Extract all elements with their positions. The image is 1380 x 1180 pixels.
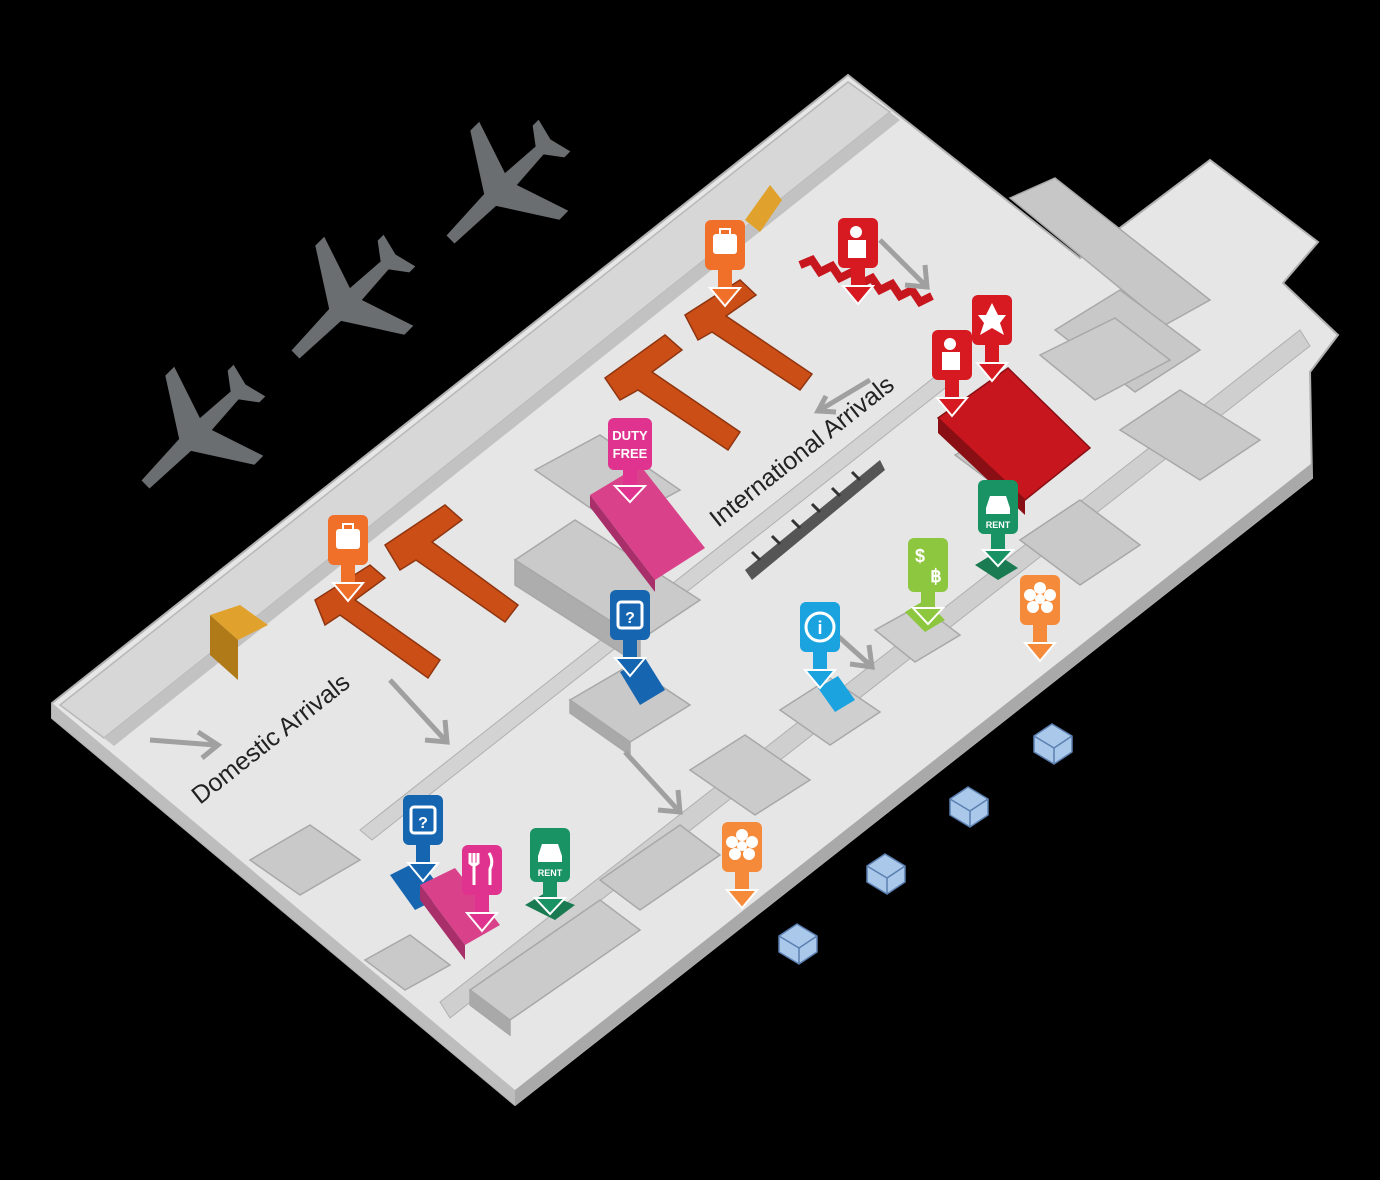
- duty-free-label-line2: FREE: [613, 446, 648, 461]
- taxi-icon: [949, 786, 989, 828]
- ramp: [745, 185, 782, 232]
- svg-text:$: $: [915, 546, 925, 566]
- taxi-icon: [866, 853, 906, 895]
- baggage-claim-icon: [328, 515, 368, 603]
- customs-star-icon: [972, 295, 1012, 383]
- restaurant-icon: [462, 845, 502, 933]
- taxi-icon: [778, 923, 818, 965]
- baggage-belts: [314, 279, 814, 680]
- svg-text:฿: ฿: [930, 566, 941, 586]
- florist-icon: [1020, 575, 1060, 663]
- duty-free-label-line1: DUTY: [612, 428, 648, 443]
- svg-text:i: i: [817, 618, 822, 638]
- duty-free-icon: DUTY FREE: [608, 418, 652, 504]
- terminal-floor: [51, 73, 1340, 1107]
- immigration-officer-icon: [932, 330, 972, 418]
- taxi-icon: [1033, 723, 1073, 765]
- duty-free-shop: [590, 465, 705, 592]
- airplane-icon: [100, 336, 294, 530]
- information-desk: [818, 676, 855, 712]
- escalator: [745, 460, 885, 580]
- florist-icon: [722, 822, 762, 910]
- svg-text:?: ?: [625, 610, 635, 627]
- svg-text:?: ?: [418, 815, 428, 832]
- car-rental-icon: RENT: [530, 828, 570, 916]
- information-icon: i: [800, 602, 840, 690]
- immigration-officer-icon: [838, 218, 878, 306]
- currency-exchange-icon: $ ฿: [908, 538, 948, 626]
- queue-barrier: [798, 255, 934, 308]
- shop-blocks: [248, 177, 1262, 1037]
- car-rental-label: RENT: [986, 520, 1011, 530]
- airplane-icon: [405, 91, 599, 285]
- lost-luggage-icon: ?: [610, 590, 650, 678]
- car-rental-desk: [975, 553, 1018, 580]
- airplane-icon: [250, 206, 444, 400]
- car-rental-icon: RENT: [978, 480, 1018, 568]
- lost-luggage-icon: ?: [403, 795, 443, 883]
- car-rental-label: RENT: [538, 868, 563, 878]
- baggage-claim-icon: [705, 220, 745, 308]
- ramp: [210, 605, 268, 680]
